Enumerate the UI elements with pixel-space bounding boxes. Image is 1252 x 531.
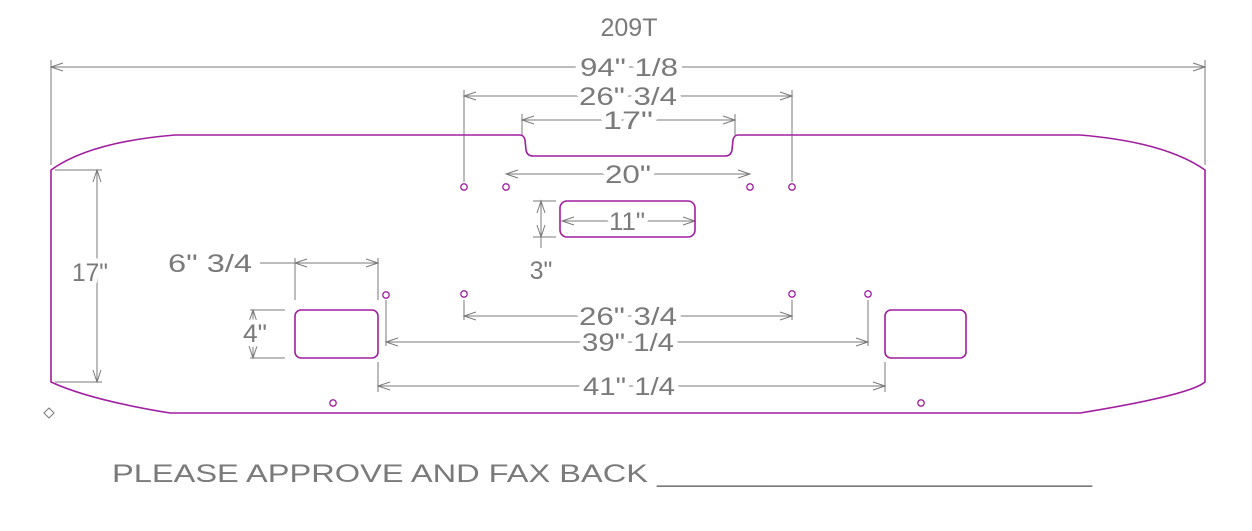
arrow-right-icon (855, 337, 870, 347)
dimension-label-top-outer-holes: 26" 3/4 (579, 83, 677, 111)
arrow-left-icon (462, 311, 477, 321)
mounting-hole (460, 290, 468, 298)
dimension-label-side-cutout-height: 4" (243, 320, 267, 348)
dimension-lines (49, 60, 1207, 392)
mounting-hole (502, 183, 510, 191)
dimension-label-side-cutout-width: 6" 3/4 (168, 250, 252, 278)
arrow-right-icon (1192, 62, 1207, 72)
arrow-right-icon (737, 169, 752, 179)
arrow-up-icon (248, 308, 258, 323)
arrow-left-icon (384, 337, 399, 347)
approval-note: PLEASE APPROVE AND FAX BACK ____________… (112, 460, 1093, 488)
mounting-hole (917, 399, 925, 407)
origin-marker-icon (43, 407, 55, 419)
arrow-left-icon (560, 216, 575, 226)
mounting-hole (460, 183, 468, 191)
arrow-right-icon (779, 311, 794, 321)
arrow-left-icon (376, 381, 391, 391)
arrow-up-icon (536, 199, 546, 214)
arrow-right-icon (365, 258, 380, 268)
arrow-down-icon (92, 369, 102, 384)
arrow-right-icon (872, 381, 887, 391)
dimension-label-lower-outer-holes: 39" 1/4 (582, 329, 674, 357)
left-cutout (294, 309, 379, 359)
bumper-outline (50, 134, 1206, 414)
center-slot (559, 200, 696, 238)
right-cutout (884, 309, 967, 359)
arrow-down-icon (248, 345, 258, 360)
arrow-right-icon (779, 91, 794, 101)
arrow-left-icon (504, 169, 519, 179)
arrow-left-icon (462, 91, 477, 101)
arrow-up-icon (92, 168, 102, 183)
dimension-label-overall-width: 94" 1/8 (580, 54, 678, 82)
dimension-label-center-slot-height: 3" (530, 257, 553, 285)
mounting-hole (382, 291, 390, 299)
dimension-label-top-inner-holes: 20" (605, 161, 651, 189)
mounting-holes (329, 183, 925, 407)
dimension-label-center-slot-width: 11" (609, 208, 645, 236)
mounting-hole (788, 290, 796, 298)
dimension-label-top-notch: 17" (603, 107, 653, 135)
dimension-label-cutout-spacing: 41" 1/4 (583, 373, 675, 401)
arrow-right-icon (722, 115, 737, 125)
mounting-hole (746, 183, 754, 191)
arrow-left-icon (49, 62, 64, 72)
drawing-title: 209T (601, 14, 658, 42)
dimension-label-overall-height: 17" (72, 259, 108, 287)
dimension-label-lower-inner-holes: 26" 3/4 (579, 303, 677, 331)
mounting-hole (788, 183, 796, 191)
mounting-hole (329, 399, 337, 407)
mounting-hole (864, 290, 872, 298)
arrow-left-icon (520, 115, 535, 125)
